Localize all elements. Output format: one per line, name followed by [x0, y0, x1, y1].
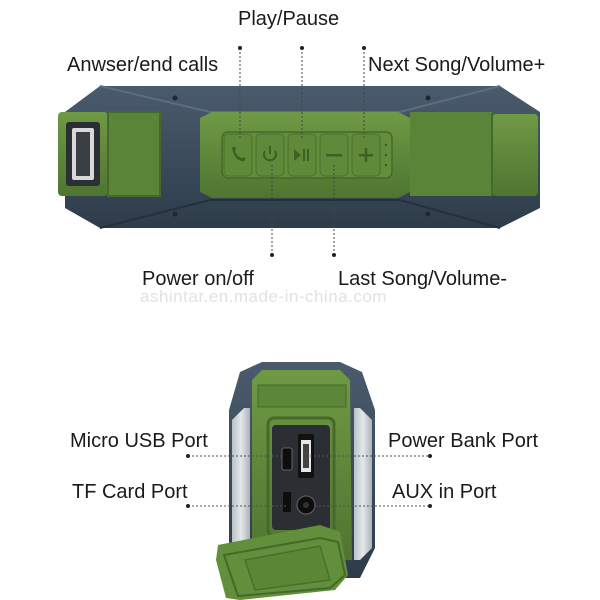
right-end-cap [410, 112, 538, 196]
speaker-side-view [216, 362, 375, 600]
plus-icon[interactable] [351, 133, 381, 177]
leader-lines-top [239, 48, 365, 255]
watermark: ashintar.en.made-in-china.com [140, 287, 387, 306]
label-power-on-off: Power on/off [142, 268, 254, 290]
power-icon[interactable] [255, 133, 285, 177]
label-play-pause: Play/Pause [238, 8, 340, 30]
label-answer-end-calls: Anwser/end calls [67, 54, 219, 76]
label-tf-card-port: TF Card Port [72, 481, 188, 503]
micro-usb-port [281, 447, 293, 471]
label-last-song-volume-down: Last Song/Volume- [338, 268, 507, 290]
speaker-top-view [58, 85, 540, 229]
minus-icon[interactable] [319, 133, 349, 177]
play-pause-icon[interactable] [287, 133, 317, 177]
right-grille [354, 408, 372, 560]
left-end-cap [58, 111, 161, 197]
rubber-flap[interactable] [216, 525, 348, 600]
label-power-bank-port: Power Bank Port [388, 430, 539, 452]
label-next-song-volume-up: Next Song/Volume+ [368, 54, 546, 76]
phone-icon[interactable] [223, 133, 253, 177]
label-micro-usb-port: Micro USB Port [70, 430, 208, 452]
left-grille [232, 408, 250, 560]
led-indicator-icon [384, 143, 388, 167]
label-aux-in-port: AUX in Port [392, 481, 497, 503]
tf-card-slot [283, 492, 291, 512]
leader-lines-side [188, 455, 430, 507]
